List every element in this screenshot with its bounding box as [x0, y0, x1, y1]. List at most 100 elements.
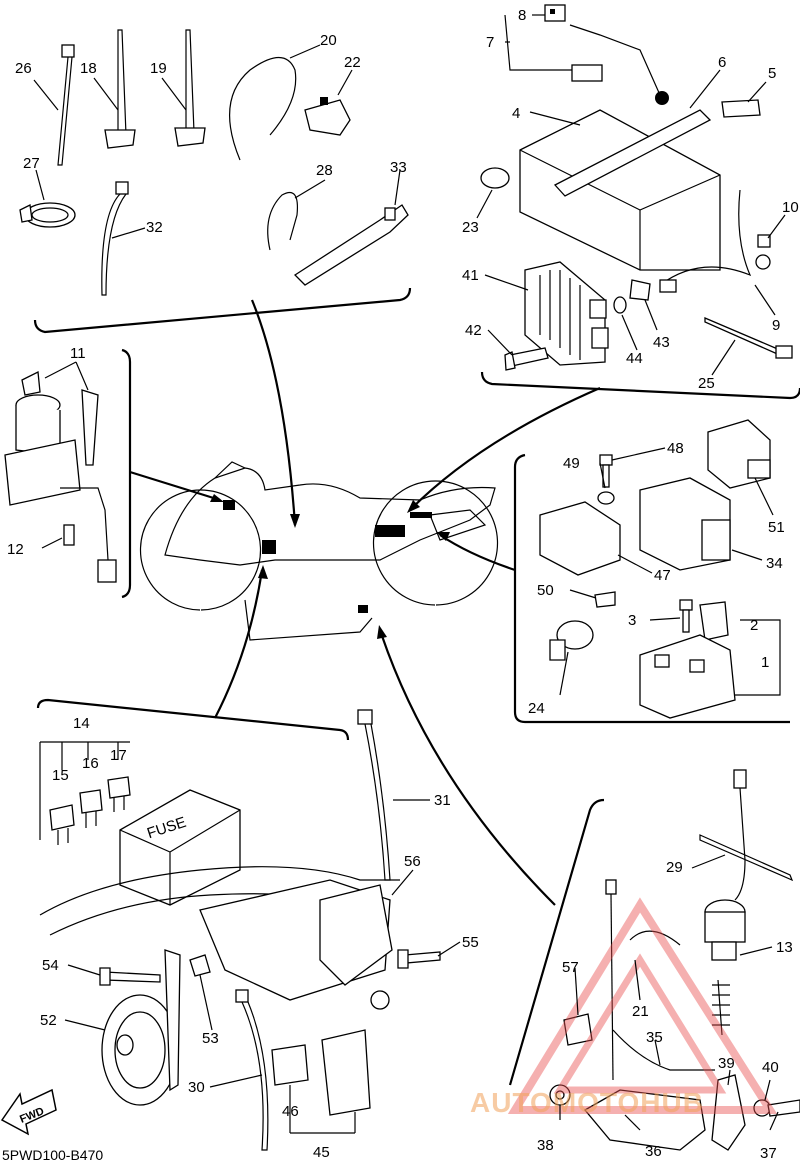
label-3: 3: [628, 612, 636, 629]
arrow-line-sensor: [378, 629, 556, 906]
part-46-connector: [271, 1044, 309, 1086]
part-11-wire: [60, 487, 117, 583]
part-fuse-box: FUSE: [119, 789, 241, 906]
label-16: 16: [82, 755, 99, 772]
label-22: 22: [344, 54, 361, 71]
label-1: 1: [761, 654, 769, 671]
part-35-wire: [612, 1029, 715, 1071]
label-47: 47: [654, 567, 671, 584]
label-36: 36: [645, 1143, 662, 1160]
label-49: 49: [563, 455, 580, 472]
part-23-clamp: [480, 167, 510, 189]
part-51-relay: [707, 419, 771, 489]
label-35: 35: [646, 1029, 663, 1046]
fwd-arrow-icon: FWD: [0, 1088, 57, 1136]
group-frame-top-left: [33, 287, 412, 334]
label-25: 25: [698, 375, 715, 392]
group-frame-bottom-right: [508, 798, 605, 1086]
part-15-fuse: [49, 804, 75, 845]
label-33: 33: [390, 159, 407, 176]
front-wheel: [139, 489, 262, 611]
part-11-main-switch: [4, 370, 99, 506]
part-54-bolt: [99, 967, 161, 986]
part-55-bolt: [397, 949, 441, 969]
part-53-nut: [189, 954, 211, 977]
part-9-lead: [659, 189, 752, 293]
part-44-washer: [613, 296, 627, 314]
part-3-bolt: [679, 599, 693, 633]
label-40: 40: [762, 1059, 779, 1076]
part-29-tie: [699, 834, 794, 882]
label-31: 31: [434, 792, 451, 809]
part-34-unit: [639, 477, 731, 571]
label-55: 55: [462, 934, 479, 951]
label-17: 17: [110, 747, 127, 764]
label-10: 10: [782, 199, 799, 216]
label-15: 15: [52, 767, 69, 784]
part-24-holder: [549, 620, 594, 661]
group-frame-right: [513, 453, 790, 724]
part-52-horn: [101, 949, 181, 1106]
label-30: 30: [188, 1079, 205, 1096]
arrow-line-battery: [409, 386, 601, 511]
label-41: 41: [462, 267, 479, 284]
label-2: 2: [750, 617, 758, 634]
label-50: 50: [537, 582, 554, 599]
part-28-wire-clip: [267, 191, 299, 251]
part-26-cable-tie: [57, 44, 75, 166]
label-23: 23: [462, 219, 479, 236]
label-18: 18: [80, 60, 97, 77]
watermark: AUTOMOTOHUB: [470, 897, 778, 1118]
part-12-bolt: [63, 524, 75, 546]
part-25-tie: [704, 317, 793, 359]
part-labels: 1 2 3 4 5 6 7 8 9 10 11 12 13 14 15 16 1…: [7, 7, 799, 1162]
part-18-clamp-tie: [104, 29, 136, 149]
part-43-plate: [629, 279, 651, 301]
watermark-text: AUTOMOTOHUB: [470, 1087, 704, 1118]
label-19: 19: [150, 60, 167, 77]
group-frame-bottom-left: [36, 698, 350, 741]
part-10-bolt: [755, 234, 771, 270]
label-9: 9: [772, 317, 780, 334]
arrow-line-ignition: [129, 470, 221, 502]
label-45: 45: [313, 1144, 330, 1161]
part-49-washer: [597, 491, 615, 505]
label-54: 54: [42, 957, 59, 974]
label-52: 52: [40, 1012, 57, 1029]
label-42: 42: [465, 322, 482, 339]
part-57-connector: [563, 1013, 593, 1046]
part-33-band: [293, 204, 409, 286]
part-27-clamp: [19, 202, 76, 228]
arrow-line-top: [250, 299, 297, 526]
label-6: 6: [718, 54, 726, 71]
arrow-line-relay: [439, 534, 516, 572]
part-20-wire-hook: [229, 56, 297, 161]
label-39: 39: [718, 1055, 735, 1072]
label-48: 48: [667, 440, 684, 457]
label-24: 24: [528, 700, 545, 717]
leader-lines: [33, 14, 786, 1134]
label-51: 51: [768, 519, 785, 536]
part-13-sensor: [704, 769, 747, 1036]
part-22-bracket: [304, 97, 351, 136]
label-20: 20: [320, 32, 337, 49]
label-56: 56: [404, 853, 421, 870]
label-11: 11: [70, 345, 86, 362]
part-4-battery: [519, 109, 721, 271]
part-47-relay-unit: [539, 501, 621, 576]
part-16-fuse: [79, 789, 103, 828]
label-21: 21: [632, 1003, 649, 1020]
part-30-tie: [235, 989, 269, 1151]
label-12: 12: [7, 541, 24, 558]
group-frame-top-right: [480, 371, 800, 400]
part-1-starter-relay: [639, 634, 736, 719]
label-7: 7: [486, 34, 494, 51]
part-45-connector: [321, 1029, 371, 1116]
label-46: 46: [282, 1103, 299, 1120]
part-36-bracket: [584, 1089, 706, 1151]
part-37-bolt: [767, 1099, 800, 1117]
label-32: 32: [146, 219, 163, 236]
group-frame-left: [121, 348, 132, 599]
diagram-code: 5PWD100-B470: [2, 1147, 103, 1163]
part-56-bracket: [199, 879, 393, 1010]
